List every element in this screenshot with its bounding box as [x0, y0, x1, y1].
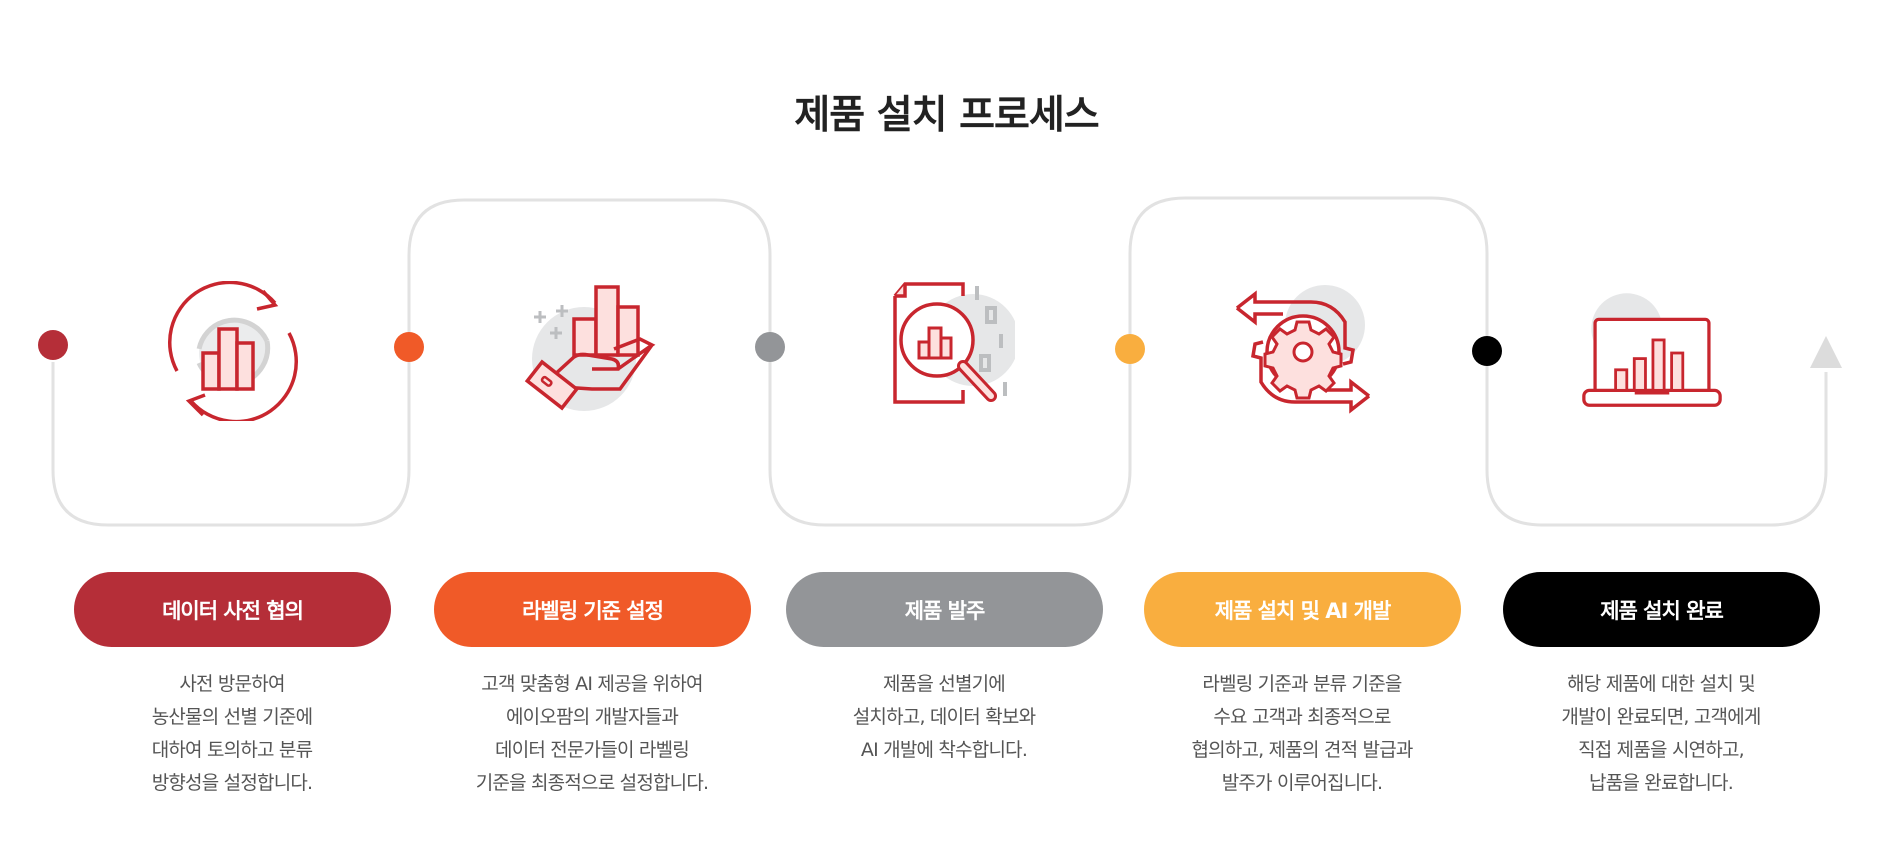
step-1-dot	[38, 330, 68, 360]
step-4-button[interactable]: 제품 설치 및 AI 개발	[1144, 572, 1461, 647]
step-5-label: 제품 설치 완료	[1600, 598, 1724, 623]
data-sync-chart-icon	[168, 281, 298, 421]
step-1-button[interactable]: 데이터 사전 협의	[74, 572, 391, 647]
step-3-button[interactable]: 제품 발주	[786, 572, 1103, 647]
step-2-dot	[394, 332, 424, 362]
gear-cycle-icon	[1235, 285, 1371, 414]
step-2-description: 고객 맞춤형 AI 제공을 위하여 에이오팜의 개발자들과 데이터 전문가들이 …	[475, 673, 709, 794]
step-5-button[interactable]: 제품 설치 완료	[1503, 572, 1820, 647]
step-4-label: 제품 설치 및 AI 개발	[1214, 598, 1392, 623]
step-5-description: 해당 제품에 대한 설치 및 개발이 완료되면, 고객에게 직접 제품을 시연하…	[1561, 673, 1761, 794]
step-1-description: 사전 방문하여 농산물의 선별 기준에 대하여 토의하고 분류 방향성을 설정합…	[151, 673, 313, 794]
step-3-dot	[755, 332, 785, 362]
step-4-description: 라벨링 기준과 분류 기준을 수요 고객과 최종적으로 협의하고, 제품의 견적…	[1191, 673, 1413, 794]
step-2-button[interactable]: 라벨링 기준 설정	[434, 572, 751, 647]
step-3-description: 제품을 선별기에 설치하고, 데이터 확보와 AI 개발에 착수합니다.	[852, 673, 1036, 761]
end-arrow-icon	[1810, 336, 1842, 368]
hand-holding-chart-icon	[524, 285, 656, 411]
step-4-dot	[1115, 334, 1145, 364]
step-2-label: 라벨링 기준 설정	[522, 598, 664, 623]
laptop-chart-icon	[1582, 293, 1722, 407]
step-5-dot	[1472, 336, 1502, 366]
step-3-label: 제품 발주	[904, 598, 986, 623]
page-title: 제품 설치 프로세스	[794, 93, 1099, 139]
document-magnifier-icon	[893, 282, 1015, 404]
step-1-label: 데이터 사전 협의	[162, 598, 304, 623]
